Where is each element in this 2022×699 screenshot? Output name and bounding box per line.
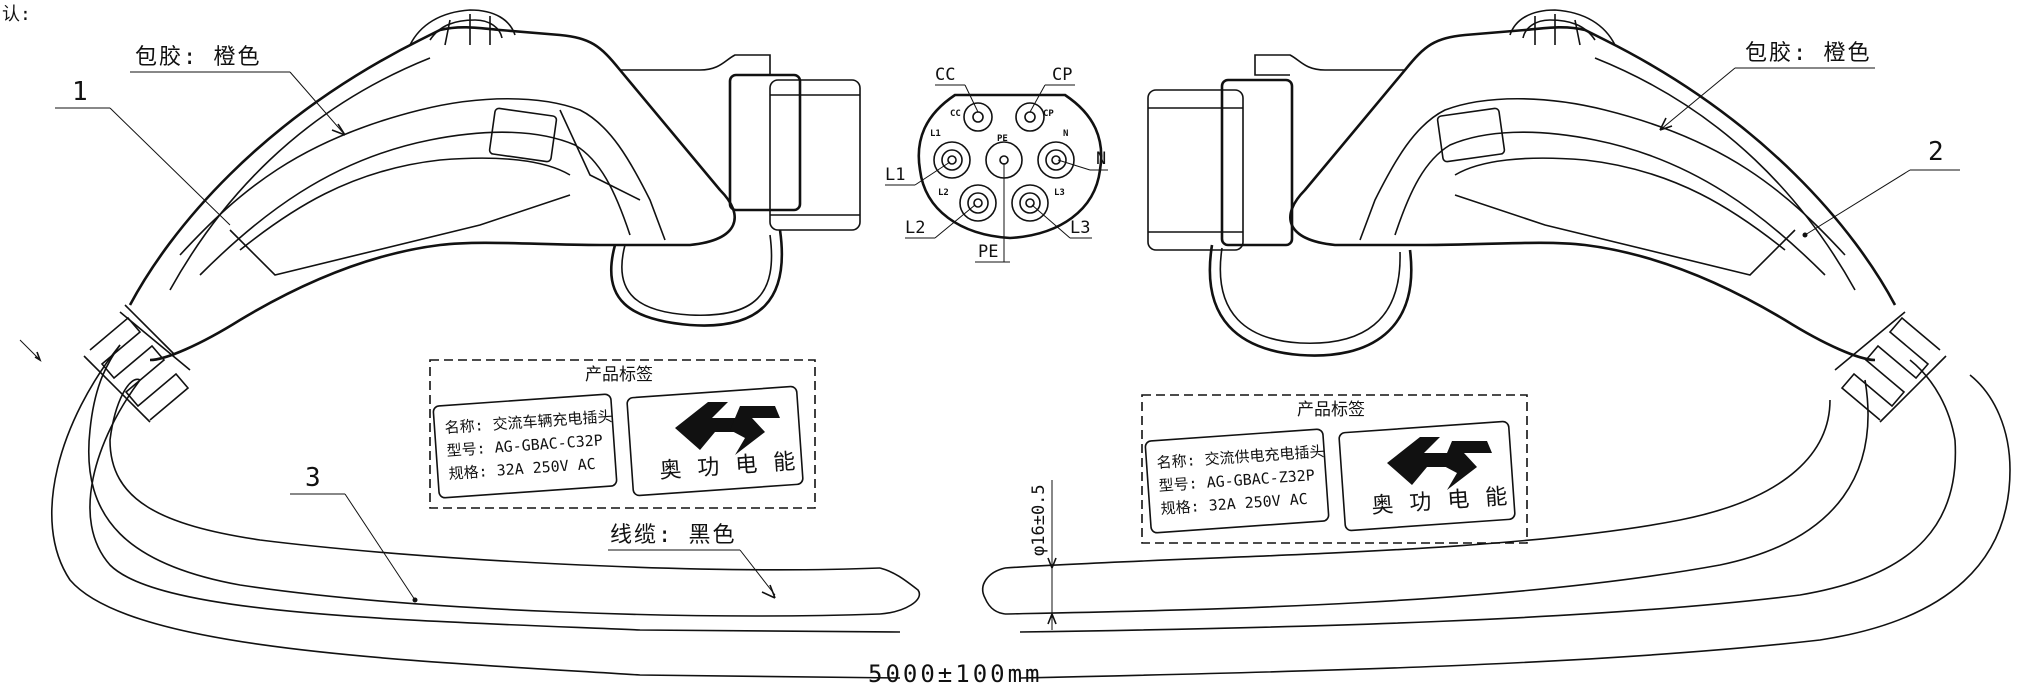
cable-length: 5000±100mm [868, 660, 1043, 688]
right-callout-number: 2 [1928, 137, 1944, 167]
pin-inner-cc: CC [950, 109, 961, 119]
pin-inner-cp: CP [1043, 109, 1054, 119]
corner-text: 认: [2, 4, 31, 25]
cable-callouts: 3 线缆: 黑色 φ16±0.5 5000±100mm [290, 463, 1057, 688]
left-callout-number: 1 [72, 77, 88, 107]
pin-label-cc: CC [935, 65, 955, 85]
left-plug-drawing: 1 包胶: 橙色 [19, 9, 921, 679]
cable-diameter: φ16±0.5 [1029, 484, 1049, 556]
right-logo-icon [1387, 437, 1492, 490]
pin-inner-n: N [1063, 129, 1068, 139]
right-connector-head [1147, 78, 1413, 357]
right-cover-note: 包胶: 橙色 [1745, 41, 1872, 66]
pinout-diagram: CC CP L1 PE N L2 L3 CC CP L1 N L2 L3 PE [885, 65, 1108, 263]
right-logo-text: 奥功电能 [1371, 483, 1524, 519]
left-plug-body [128, 9, 771, 362]
left-cable [51, 344, 921, 679]
cable-callout-number: 3 [305, 463, 321, 493]
right-plug-drawing: 2 包胶: 橙色 [981, 9, 2011, 679]
right-label-title: 产品标签 [1297, 400, 1365, 420]
left-label-title: 产品标签 [585, 365, 653, 385]
left-connector-head [609, 73, 861, 327]
pin-label-pe: PE [978, 242, 998, 262]
left-strain-relief [83, 304, 191, 423]
pin-label-l3: L3 [1070, 218, 1090, 238]
left-cover-note: 包胶: 橙色 [135, 45, 262, 70]
right-product-label: 产品标签 名称: 交流供电充电插头 型号: AG-GBAC-Z32P 规格: 3… [1141, 394, 1528, 544]
pin-label-l1: L1 [885, 165, 905, 185]
left-logo-text: 奥功电能 [659, 448, 812, 484]
pin-label-cp: CP [1052, 65, 1072, 85]
pin-inner-l3: L3 [1054, 188, 1065, 198]
pin-inner-l1: L1 [930, 129, 941, 139]
pin-label-l2: L2 [905, 218, 925, 238]
pin-inner-l2: L2 [938, 188, 949, 198]
left-product-label: 产品标签 名称: 交流车辆充电插头 型号: AG-GBAC-C32P 规格: 3… [429, 359, 816, 509]
right-label-spec: 规格: 32A 250V AC [1160, 490, 1308, 518]
right-strain-relief [1834, 311, 1947, 423]
left-label-spec: 规格: 32A 250V AC [448, 455, 596, 483]
pin-inner-pe: PE [997, 134, 1008, 144]
right-cable [981, 359, 2011, 679]
cable-color-note: 线缆: 黑色 [610, 523, 737, 548]
pin-label-n: N [1096, 149, 1106, 169]
left-logo-icon [675, 402, 780, 455]
